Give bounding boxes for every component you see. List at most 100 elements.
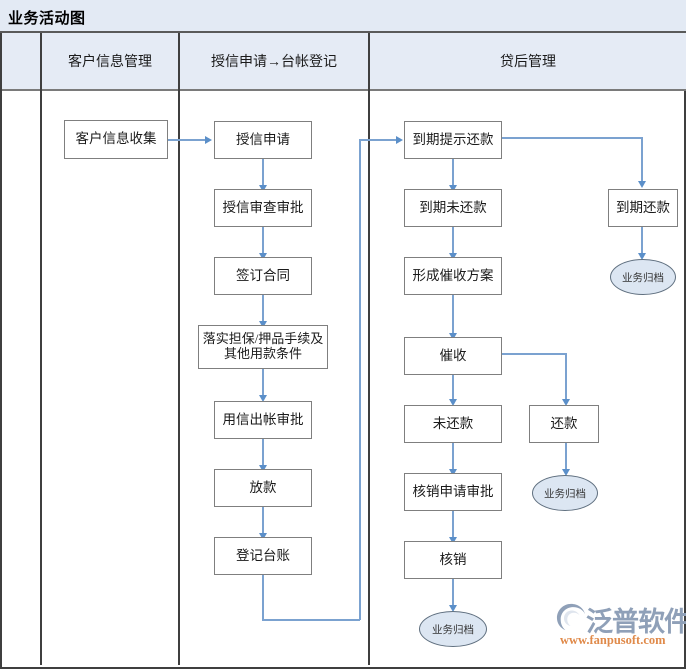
node-label: 授信申请 [236, 131, 290, 147]
connector-register-down [262, 575, 264, 621]
connector-guarantee-to-disbursement-approval [262, 369, 264, 399]
node-label: 放款 [249, 479, 277, 495]
node-label: 到期还款 [616, 199, 670, 215]
lane-divider-2 [178, 33, 180, 665]
logo-wordmark: 泛普软件 [586, 607, 686, 638]
node-label: 催收 [439, 347, 467, 363]
connector-register-to-due-reminder [359, 139, 399, 141]
lane-label-credit-ledger: 授信申请→台帐登记 [211, 55, 337, 70]
connector-application-to-review [262, 159, 264, 189]
lane-header-credit-ledger: 授信申请→台帐登记 [180, 33, 368, 91]
page-title: 业务活动图 [8, 11, 86, 27]
lane-header-post-loan: 贷后管理 [370, 33, 686, 91]
node-label: 登记台账 [236, 547, 290, 563]
arrow-repaid-to-archive [561, 469, 570, 476]
terminator-label: 业务归档 [622, 272, 664, 284]
node-repaid[interactable]: 还款 [529, 405, 599, 443]
node-label: 未还款 [432, 415, 474, 431]
node-label: 核销 [439, 551, 467, 567]
node-label: 还款 [550, 415, 578, 431]
node-credit-review-approval[interactable]: 授信审查审批 [214, 189, 312, 227]
node-label: 落实担保/押品手续及其他用款条件 [202, 331, 324, 361]
page-title-bar: 业务活动图 [0, 0, 686, 33]
node-label: 到期提示还款 [412, 131, 494, 147]
fanpusoft-watermark-logo: 泛普软件 www.fanpusoft.com [556, 600, 686, 655]
connector-collection-to-repaid-h [502, 353, 567, 355]
lane-divider-3 [368, 33, 370, 665]
connector-plan-to-collection [452, 295, 454, 337]
node-customer-info-collect[interactable]: 客户信息收集 [64, 120, 168, 159]
arrow-contract-to-guarantee [258, 321, 267, 328]
terminator-archive-1[interactable]: 业务归档 [610, 259, 676, 295]
arrow-unpaid-to-writeoff-approval [448, 469, 457, 476]
arrow-due-reminder-to-due-repaid [638, 181, 646, 188]
node-label: 授信审查审批 [222, 199, 304, 215]
node-register-ledger[interactable]: 登记台账 [214, 537, 312, 575]
lane-header-customer-info: 客户信息管理 [42, 33, 178, 91]
node-label: 核销申请审批 [412, 483, 494, 499]
connector-disbursement-to-register [262, 507, 264, 537]
logo-swoosh-icon [556, 603, 586, 631]
connector-due-repaid-to-archive [641, 227, 643, 257]
node-credit-application[interactable]: 授信申请 [214, 121, 312, 159]
connector-due-reminder-to-due-unpaid [452, 159, 454, 189]
arrow-due-repaid-to-archive [637, 253, 646, 260]
arrow-writeoff-approval-to-writeoff [448, 537, 457, 544]
node-label: 签订合同 [236, 267, 290, 283]
connector-register-up [359, 139, 361, 620]
node-sign-contract[interactable]: 签订合同 [214, 257, 312, 295]
connector-due-unpaid-to-plan [452, 227, 454, 257]
lane-divider-1 [40, 33, 42, 665]
connector-writeoff-approval-to-writeoff [452, 511, 454, 541]
arrow-collect-to-application [205, 135, 212, 144]
arrow-guarantee-to-disbursement-approval [258, 395, 267, 402]
node-label: 用信出帐审批 [222, 411, 304, 427]
connector-contract-to-guarantee [262, 295, 264, 325]
connector-writeoff-to-archive [452, 579, 454, 609]
arrow-review-to-contract [258, 253, 267, 260]
node-collection[interactable]: 催收 [404, 337, 502, 375]
node-due-repaid[interactable]: 到期还款 [608, 189, 678, 227]
lane-label-post-loan: 贷后管理 [500, 55, 556, 70]
node-label: 形成催收方案 [412, 267, 494, 283]
arrow-disbursement-to-register [258, 533, 267, 540]
connector-due-reminder-to-due-repaid-h [502, 137, 643, 139]
node-form-collection-plan[interactable]: 形成催收方案 [404, 257, 502, 295]
connector-approval-to-disbursement [262, 439, 264, 469]
connector-register-right [262, 619, 360, 621]
arrow-collection-to-unpaid [448, 399, 457, 406]
node-disbursement[interactable]: 放款 [214, 469, 312, 507]
node-writeoff[interactable]: 核销 [404, 541, 502, 579]
arrow-writeoff-to-archive [448, 605, 457, 612]
connector-collection-to-repaid-v [565, 353, 567, 403]
arrow-application-to-review [258, 185, 267, 192]
terminator-archive-2[interactable]: 业务归档 [532, 475, 598, 511]
connector-due-reminder-to-due-repaid-v [641, 137, 643, 185]
connector-collect-to-application [168, 139, 207, 141]
node-writeoff-application-approval[interactable]: 核销申请审批 [404, 473, 502, 511]
connector-review-to-contract [262, 227, 264, 257]
arrow-collection-to-repaid [562, 399, 570, 406]
arrow-approval-to-disbursement [258, 465, 267, 472]
arrow-due-reminder-to-due-unpaid [448, 185, 457, 192]
diagram-frame: 客户信息管理 授信申请→台帐登记 贷后管理 客户信息收集 授信申请 授信审查审批 [0, 33, 686, 669]
arrow-due-unpaid-to-plan [448, 253, 457, 260]
node-loan-disbursement-approval[interactable]: 用信出帐审批 [214, 401, 312, 439]
connector-unpaid-to-writeoff-approval [452, 443, 454, 473]
lane-label-customer-info: 客户信息管理 [68, 55, 152, 70]
terminator-label: 业务归档 [544, 488, 586, 500]
node-guarantee-pledge[interactable]: 落实担保/押品手续及其他用款条件 [198, 325, 328, 369]
terminator-label: 业务归档 [432, 624, 474, 636]
node-label: 到期未还款 [419, 199, 487, 215]
node-due-unpaid[interactable]: 到期未还款 [404, 189, 502, 227]
connector-collection-to-unpaid [452, 375, 454, 403]
connector-repaid-to-archive [565, 443, 567, 473]
logo-url: www.fanpusoft.com [560, 633, 666, 647]
terminator-archive-3[interactable]: 业务归档 [419, 611, 487, 647]
node-unpaid[interactable]: 未还款 [404, 405, 502, 443]
arrow-plan-to-collection [448, 333, 457, 340]
lane-header-blank [2, 33, 40, 91]
arrow-register-to-due-reminder [396, 135, 403, 144]
node-due-reminder-repay[interactable]: 到期提示还款 [404, 121, 502, 159]
